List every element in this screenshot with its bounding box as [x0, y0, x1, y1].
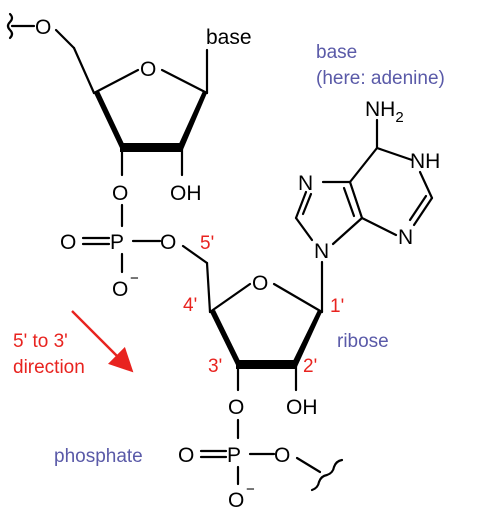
atom-o-bridge-upper: O	[112, 182, 128, 205]
label-base: base	[316, 42, 357, 63]
carbon-numbering: 5' 4' 1' 3' 2'	[183, 233, 344, 377]
bold-c3-c2-lower	[236, 360, 296, 369]
atom-nh2: NH2	[365, 98, 404, 126]
upper-nucleotide: O O base OH O	[6, 12, 252, 228]
atom-oh-upper: OH	[170, 182, 202, 205]
bond-c4-o	[92, 68, 140, 95]
charge-minus-2: −	[246, 481, 255, 498]
atom-o-c3-lower: O	[228, 396, 244, 419]
label-direction-line2: direction	[13, 357, 85, 378]
atom-o-minus-1: O	[112, 278, 128, 301]
bond-o-chain-end	[295, 456, 322, 474]
chain-wavy-end-bottom	[310, 458, 344, 492]
label-2prime: 2'	[303, 356, 317, 377]
atom-o-chain: O	[35, 16, 51, 39]
atom-oh-lower: OH	[286, 396, 318, 419]
bond-c5-c4	[348, 180, 364, 220]
label-ribose: ribose	[337, 331, 389, 352]
bond-o-c1	[160, 68, 209, 95]
bond-c5-c4-inner	[342, 186, 356, 218]
chain-wavy-end-top	[6, 12, 14, 40]
bond-n3-c4	[360, 216, 398, 237]
wedge-c2-c1-lower	[292, 310, 322, 369]
bond-o-c5	[181, 244, 209, 265]
atom-o-ring-upper: O	[140, 58, 156, 81]
bond-n9-c8	[294, 216, 314, 242]
direction-arrow	[71, 310, 134, 373]
bond-c2-n3-double	[408, 194, 428, 222]
atom-n9: N	[314, 240, 329, 263]
atom-p-2: P	[227, 444, 241, 467]
label-phosphate: phosphate	[54, 446, 143, 467]
label-4prime: 4'	[183, 295, 197, 316]
label-direction-line1: 5' to 3'	[13, 331, 68, 352]
atom-o-bridge-1: O	[160, 231, 176, 254]
label-3prime: 3'	[208, 356, 222, 377]
bond-c6-n1	[375, 146, 414, 162]
atom-nh: NH	[410, 150, 440, 173]
atom-o-minus-2: O	[228, 489, 244, 512]
bond-c4-o-lower	[208, 282, 252, 314]
atom-o-ring-lower: O	[252, 272, 268, 295]
bond-c8-n7-double	[301, 192, 313, 216]
atom-p-1: P	[110, 231, 124, 254]
atom-o-chain-2: O	[274, 444, 290, 467]
phosphate-group-1: O P O O −	[60, 231, 209, 301]
bond-c5-c4-lower	[205, 261, 212, 314]
wedge-c4-c3	[94, 91, 125, 148]
phosphate-group-2: O P O O −	[178, 444, 344, 512]
bond	[54, 28, 76, 50]
bond-c5-c4	[72, 46, 96, 95]
atom-n7: N	[298, 172, 313, 195]
adenine-base: N N NH N NH2	[294, 98, 440, 263]
atom-base-upper: base	[206, 26, 252, 49]
bond-c5-c6	[348, 146, 379, 184]
label-1prime: 1'	[330, 296, 344, 317]
label-here-adenine: (here: adenine)	[316, 68, 445, 89]
bond-n1-c2	[418, 170, 434, 200]
bond-c2-n3	[412, 196, 434, 227]
bond-c8-n7	[294, 190, 308, 220]
atom-n1: N	[398, 226, 413, 249]
atom-o-double-1: O	[60, 231, 76, 254]
wedge-c4-c3-lower	[210, 310, 241, 365]
bond-c4-n9	[331, 216, 364, 246]
label-5prime: 5'	[200, 233, 214, 254]
lower-nucleotide: O O OH	[205, 260, 324, 440]
bold-c3-c2	[120, 143, 182, 152]
bond-o-c1-lower	[272, 282, 324, 314]
atom-o-double-2: O	[178, 444, 194, 467]
annotations: base (here: adenine) ribose phosphate 5'…	[13, 42, 445, 467]
charge-minus-1: −	[130, 270, 139, 287]
wedge-c2-c1	[178, 91, 207, 152]
